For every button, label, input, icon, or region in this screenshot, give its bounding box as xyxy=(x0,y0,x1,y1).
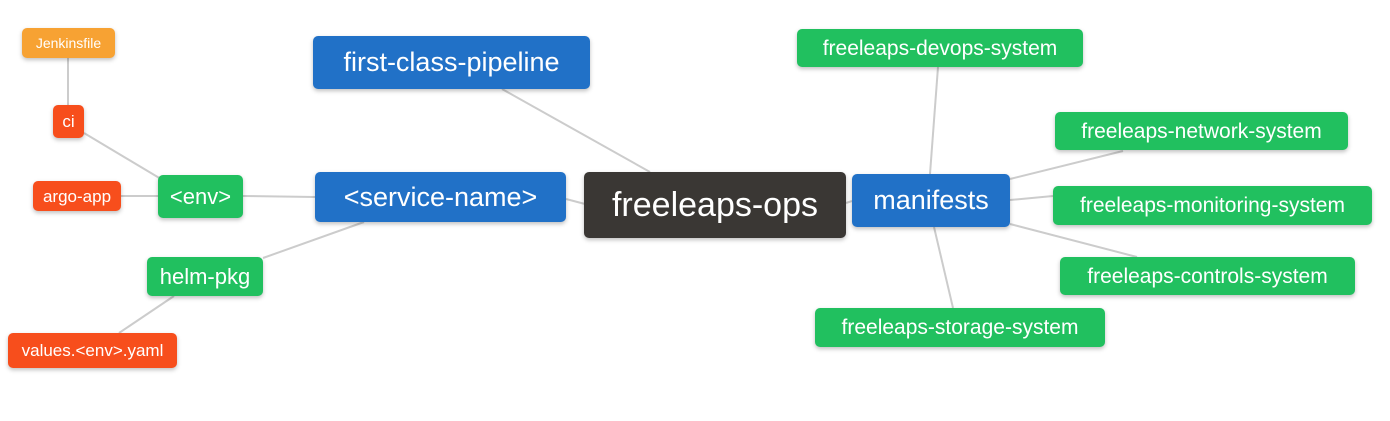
edge-manifests-to-freeleaps-monitoring-system xyxy=(1009,195,1054,201)
node-freeleaps-storage-system[interactable]: freeleaps-storage-system xyxy=(815,308,1105,347)
edge-first-class-pipeline-to-freeleaps-ops xyxy=(501,88,651,173)
edge-manifests-to-freeleaps-controls-system xyxy=(1009,223,1138,258)
edge-manifests-to-freeleaps-storage-system xyxy=(933,226,954,309)
edge-ci-to-env xyxy=(83,132,162,180)
edge-manifests-to-freeleaps-network-system xyxy=(1009,150,1124,180)
node-helm-pkg[interactable]: helm-pkg xyxy=(147,257,263,296)
node-ci[interactable]: ci xyxy=(53,105,84,138)
edge-helm-pkg-to-service-name xyxy=(262,221,365,259)
node-first-class-pipeline[interactable]: first-class-pipeline xyxy=(313,36,590,89)
node-freeleaps-ops[interactable]: freeleaps-ops xyxy=(584,172,846,238)
node-service-name[interactable]: <service-name> xyxy=(315,172,566,222)
node-argo-app[interactable]: argo-app xyxy=(33,181,121,211)
node-freeleaps-network-system[interactable]: freeleaps-network-system xyxy=(1055,112,1348,150)
edge-freeleaps-ops-to-manifests xyxy=(845,200,853,204)
edge-values-env-yaml-to-helm-pkg xyxy=(118,295,175,334)
node-env[interactable]: <env> xyxy=(158,175,243,218)
edge-env-to-service-name xyxy=(242,195,316,198)
node-manifests[interactable]: manifests xyxy=(852,174,1010,227)
node-values-env-yaml[interactable]: values.<env>.yaml xyxy=(8,333,177,368)
node-freeleaps-controls-system[interactable]: freeleaps-controls-system xyxy=(1060,257,1355,295)
node-jenkinsfile[interactable]: Jenkinsfile xyxy=(22,28,115,58)
node-freeleaps-monitoring-system[interactable]: freeleaps-monitoring-system xyxy=(1053,186,1372,225)
node-freeleaps-devops-system[interactable]: freeleaps-devops-system xyxy=(797,29,1083,67)
edge-manifests-to-freeleaps-devops-system xyxy=(929,66,939,175)
edge-service-name-to-freeleaps-ops xyxy=(565,198,586,205)
